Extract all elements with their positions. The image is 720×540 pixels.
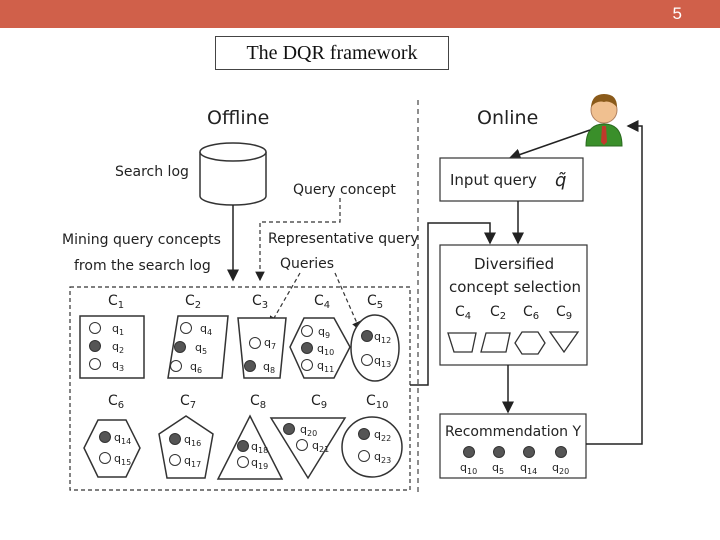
- query-dot: [180, 322, 192, 334]
- concept-label-c5: C5: [367, 293, 383, 311]
- input-query-box: [439, 157, 584, 202]
- query-dot: [361, 330, 373, 342]
- query-dot: [301, 359, 313, 371]
- user-icon: [585, 94, 623, 147]
- query-dot: [249, 337, 261, 349]
- concept-label-c3: C3: [252, 293, 268, 311]
- concept-shape-c6: [83, 419, 141, 478]
- search-log-database-icon: [199, 142, 267, 206]
- query-concept-connector: [255, 198, 341, 282]
- query-dot: [174, 341, 186, 353]
- selected-shape-c4: [447, 332, 477, 353]
- title-box: The DQR framework: [215, 36, 449, 70]
- concept-label-c9: C9: [311, 393, 327, 411]
- query-dot: [358, 428, 370, 440]
- input-query-symbol: q̃: [555, 170, 566, 191]
- recommendation-box: [439, 413, 587, 479]
- query-dot: [237, 456, 249, 468]
- queries-label: Queries: [280, 256, 334, 272]
- slide-title: The DQR framework: [246, 41, 418, 64]
- header-bar: 5: [0, 0, 720, 28]
- user-to-input-arrow: [508, 129, 591, 161]
- recommended-query-dot: [493, 446, 505, 458]
- concept-shape-c9: [269, 417, 347, 480]
- recommended-query-dot: [555, 446, 567, 458]
- diversified-line1: Diversified: [474, 255, 554, 273]
- query-dot: [296, 439, 308, 451]
- query-dot: [301, 325, 313, 337]
- query-dot: [89, 340, 101, 352]
- query-dot: [89, 358, 101, 370]
- page-number: 5: [672, 4, 682, 23]
- mining-label-line1: Mining query concepts: [62, 232, 221, 248]
- query-dot: [361, 354, 373, 366]
- concept-shape-c8: [216, 414, 284, 480]
- concept-label-c2: C2: [185, 293, 201, 311]
- query-dot: [99, 452, 111, 464]
- query-dot: [237, 440, 249, 452]
- concept-label-c8: C8: [250, 393, 266, 411]
- query-dot: [99, 431, 111, 443]
- online-label: Online: [477, 107, 538, 129]
- query-dot: [301, 342, 313, 354]
- selected-shape-c6: [514, 331, 546, 355]
- concept-labels-row1: C1 C2 C3 C4 C5: [108, 293, 383, 311]
- representative-query-label: Representative query: [268, 231, 419, 247]
- concept-area: [69, 286, 411, 491]
- query-dot: [170, 360, 182, 372]
- concept-label-c1: C1: [108, 293, 124, 311]
- input-query-label: Input query: [450, 171, 537, 189]
- concept-shape-c7: [158, 415, 214, 479]
- search-log-label: Search log: [115, 164, 189, 180]
- query-dot: [169, 454, 181, 466]
- concepts-to-selection-arrow: [410, 222, 496, 386]
- concept-labels-row2: C6 C7 C8 C9 C10: [108, 393, 389, 411]
- diversified-line2: concept selection: [449, 278, 581, 296]
- concept-label-c10: C10: [366, 393, 389, 411]
- concept-label-c4: C4: [314, 293, 330, 311]
- query-dot: [358, 450, 370, 462]
- query-dot: [169, 433, 181, 445]
- concept-label-c6: C6: [108, 393, 124, 411]
- recommendation-to-user-arrow: [586, 120, 643, 445]
- query-dot: [244, 360, 256, 372]
- queries-arrow-2: [334, 272, 362, 332]
- queries-arrow-1: [269, 272, 301, 327]
- mining-label-line2: from the search log: [74, 258, 211, 274]
- query-concept-label: Query concept: [293, 182, 396, 198]
- concept-shape-c5: [350, 314, 400, 382]
- recommendation-label: Recommendation Y: [445, 424, 581, 440]
- recommended-query-dot: [463, 446, 475, 458]
- selected-shape-c2: [480, 332, 511, 353]
- concept-label-c7: C7: [180, 393, 196, 411]
- selected-shape-c9: [548, 331, 580, 354]
- recommended-query-dot: [523, 446, 535, 458]
- query-dot: [283, 423, 295, 435]
- offline-label: Offline: [207, 107, 269, 129]
- concept-shape-c10: [341, 416, 403, 478]
- query-dot: [89, 322, 101, 334]
